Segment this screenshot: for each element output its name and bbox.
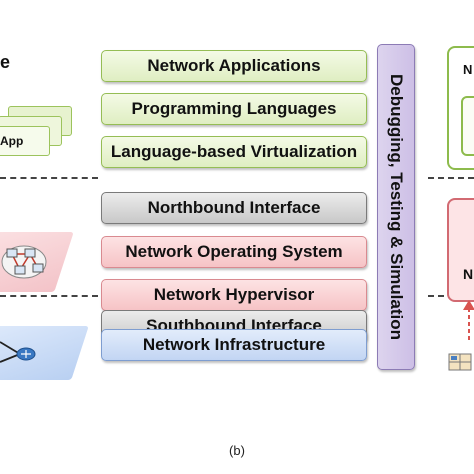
left-panel-partial-label: e — [0, 52, 11, 72]
arrow-up-icon — [463, 300, 474, 340]
right-panel-top-box: N — [447, 46, 474, 170]
layer-programming-languages: Programming Languages — [101, 93, 367, 125]
layer-language-based-virtualization: Language-based Virtualization — [101, 136, 367, 168]
router-network-icon — [0, 341, 36, 363]
switch-device-icon — [448, 353, 472, 371]
layer-network-applications: Network Applications — [101, 50, 367, 82]
app-plate-front — [0, 126, 50, 156]
debugging-testing-simulation-label: Debugging, Testing & Simulation — [387, 73, 406, 341]
layer-network-hypervisor: Network Hypervisor — [101, 279, 367, 311]
separator-left-1 — [0, 177, 98, 179]
layer-network-infrastructure: Network Infrastructure — [101, 329, 367, 361]
layer-network-operating-system: Network Operating System — [101, 236, 367, 268]
layer-northbound-interface: Northbound Interface — [101, 192, 367, 224]
separator-left-2 — [0, 295, 98, 297]
figure-caption: (b) — [229, 443, 245, 458]
network-cloud-icon — [1, 245, 47, 279]
right-panel-top-letter: N — [463, 62, 473, 77]
app-label: App — [0, 134, 24, 148]
application-stack-illustration: App — [0, 104, 72, 168]
separator-right-1 — [428, 177, 474, 179]
right-panel-inner-box — [461, 96, 474, 156]
debugging-testing-simulation-bar: Debugging, Testing & Simulation — [377, 44, 415, 370]
right-panel-mid-box: N — [447, 198, 474, 302]
right-panel-mid-letter: N — [463, 266, 474, 282]
